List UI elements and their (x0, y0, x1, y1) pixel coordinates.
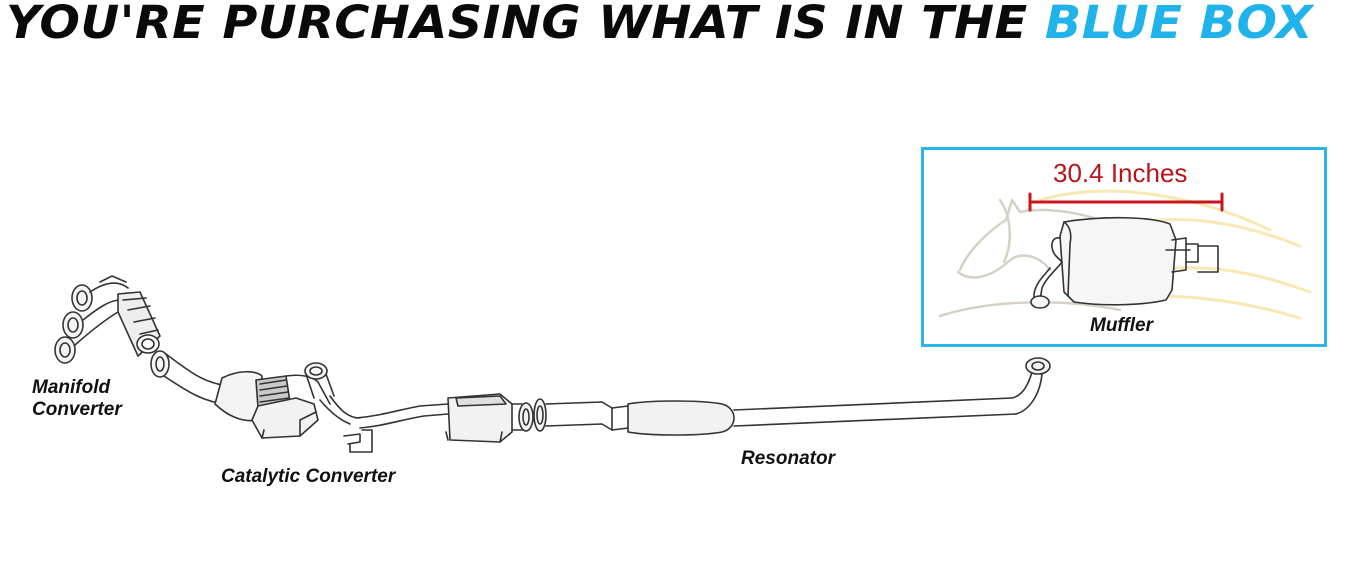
resonator-label: Resonator (741, 448, 835, 469)
catalytic-converter-label: Catalytic Converter (221, 466, 396, 487)
dimension-line (1028, 192, 1224, 212)
page-title: YOU'RE PURCHASING WHAT IS IN THE BLUE BO… (6, 0, 1361, 49)
catalytic-converter-part (150, 350, 373, 453)
headline-prefix: YOU'RE PURCHASING WHAT IS IN THE (6, 0, 1045, 49)
manifold-converter-label: Manifold Converter (32, 377, 122, 420)
muffler-label: Muffler (1090, 315, 1153, 336)
blue-box (921, 147, 1327, 347)
horse-watermark (938, 198, 1122, 318)
headline-highlight: BLUE BOX (1044, 0, 1314, 49)
resonator-part (545, 357, 1051, 436)
muffler-part (1030, 216, 1219, 309)
manifold-converter-part (54, 275, 161, 364)
dimension-label: 30.4 Inches (1053, 158, 1188, 188)
intermediate-pipe-part (355, 393, 547, 443)
